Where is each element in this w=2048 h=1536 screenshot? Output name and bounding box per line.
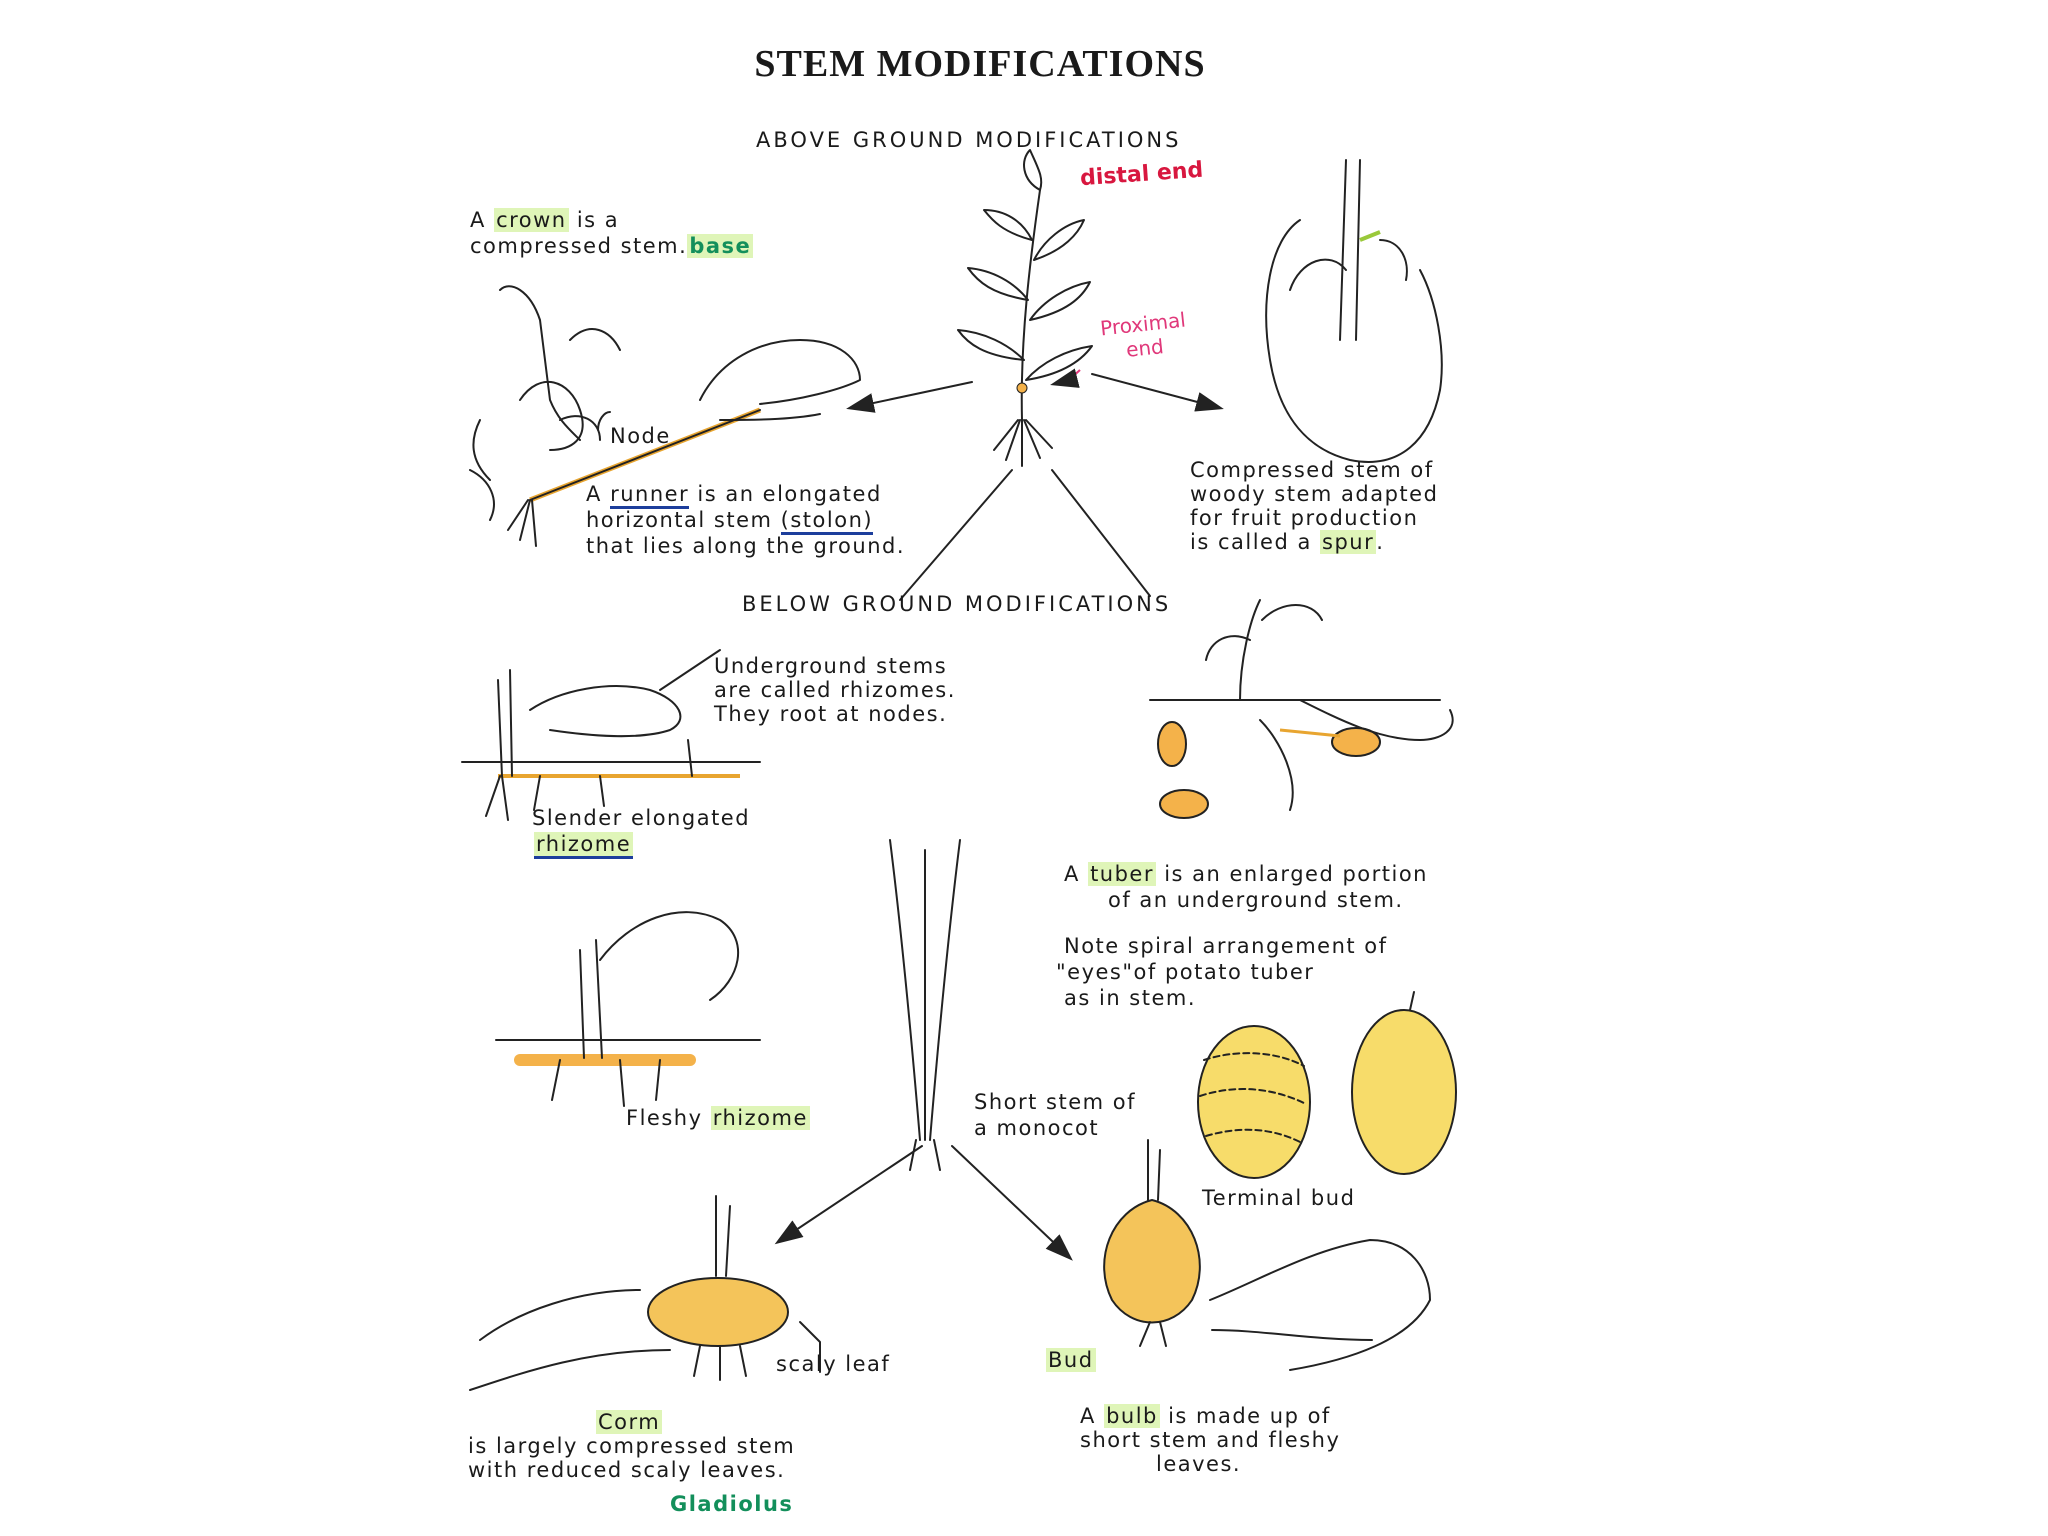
spur-drawing [1265, 159, 1443, 463]
crown-caption-line1: A crown is a [470, 208, 620, 232]
fleshy-rhizome-keyword: rhizome [710, 1106, 810, 1130]
tuber-keyword: tuber [1088, 862, 1156, 886]
runner-caption-line1: A runner is an elongated [586, 482, 882, 509]
terminal-bud-label: Terminal bud [1202, 1186, 1356, 1210]
corm-caption-line3: with reduced scaly leaves. [468, 1458, 786, 1482]
runner-caption-line3: that lies along the ground. [586, 534, 906, 558]
eyes-note-line2: "eyes"of potato tuber [1056, 960, 1315, 984]
corm-keyword: Corm [596, 1410, 663, 1434]
spur-caption-line2: woody stem adapted [1190, 482, 1439, 506]
gladiolus-note: Gladiolus [670, 1492, 794, 1516]
eyes-note-line3: as in stem. [1064, 986, 1197, 1010]
stolon-keyword: (stolon) [780, 508, 874, 535]
bulb-keyword: bulb [1104, 1404, 1160, 1428]
rhizome-caption-line1: Underground stems [714, 654, 948, 678]
slender-caption-line1: Slender elongated [532, 806, 751, 830]
crown-caption-line2: compressed stem.base [470, 234, 754, 258]
bud-label: Bud [1046, 1348, 1096, 1372]
proximal-note-line2: end [1124, 334, 1165, 362]
bulb-caption-line3: leaves. [1156, 1452, 1242, 1476]
tuber-caption-line2: of an underground stem. [1108, 888, 1404, 912]
slender-rhizome-keyword: rhizome [534, 832, 634, 859]
page-title: STEM MODIFICATIONS [754, 43, 1206, 85]
spur-caption-line3: for fruit production [1190, 506, 1419, 530]
eyes-note-line1: Note spiral arrangement of [1064, 934, 1388, 958]
monocot-caption-line2: a monocot [974, 1116, 1100, 1140]
spur-caption-line4: is called a spur. [1190, 530, 1385, 554]
monocot-caption-line1: Short stem of [974, 1090, 1136, 1114]
runner-keyword: runner [610, 482, 690, 509]
bulb-caption-line2: short stem and fleshy [1080, 1428, 1341, 1452]
monocot-stem-drawing [889, 839, 961, 1171]
spur-keyword: spur [1320, 530, 1377, 554]
fleshy-rhizome-drawing [495, 911, 761, 1107]
bulb-caption-line1: A bulb is made up of [1080, 1404, 1331, 1428]
slender-rhizome-drawing [461, 649, 761, 821]
crown-keyword: crown [494, 208, 569, 232]
slender-caption-line2: rhizome [534, 832, 634, 859]
spur-caption-line1: Compressed stem of [1190, 458, 1434, 482]
base-note: base [687, 234, 754, 258]
corm-caption-line2: is largely compressed stem [468, 1434, 796, 1458]
flow-arrows [774, 373, 1224, 1261]
tuber-plant-drawing [1149, 599, 1454, 819]
runner-caption-line2: horizontal stem (stolon) [586, 508, 874, 535]
corm-drawing [469, 1195, 821, 1391]
corm-caption-line1: Corm [596, 1410, 663, 1435]
crown-runner-drawing [469, 285, 861, 547]
above-ground-heading: ABOVE GROUND MODIFICATIONS [756, 128, 1182, 152]
potato-drawing [1197, 991, 1457, 1179]
rhizome-caption-line3: They root at nodes. [714, 702, 948, 726]
rhizome-caption-line2: are called rhizomes. [714, 678, 956, 702]
central-plant-drawing [957, 149, 1093, 467]
node-label: Node [610, 424, 671, 448]
below-ground-heading: BELOW GROUND MODIFICATIONS [742, 592, 1172, 616]
bulb-drawing [1103, 1139, 1431, 1371]
tuber-caption-line1: A tuber is an enlarged portion [1064, 862, 1428, 886]
scaly-leaf-label: scaly leaf [776, 1352, 891, 1376]
fleshy-rhizome-caption: Fleshy rhizome [626, 1106, 810, 1130]
